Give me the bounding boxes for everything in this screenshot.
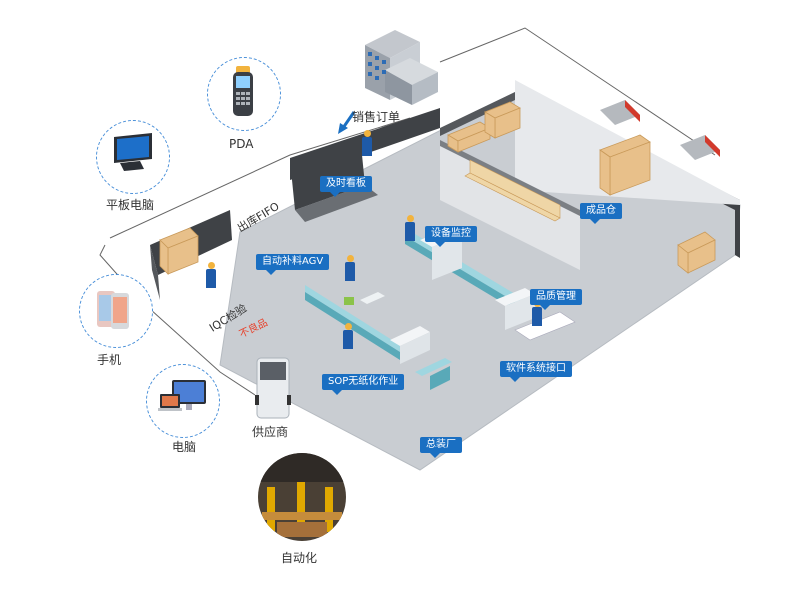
supplier-label: 供应商	[252, 425, 289, 439]
agv-tag: 自动补料AGV	[256, 254, 330, 275]
equipment-monitor-tag: 设备监控	[425, 226, 477, 247]
finished-goods-tag: 成品仓	[580, 203, 622, 224]
inner-wall-front	[440, 92, 515, 136]
worker-icon	[362, 130, 372, 156]
realtime-board-tag: 及时看板	[320, 176, 372, 197]
sales-order-label: 销售订单	[352, 110, 401, 124]
office-building	[365, 30, 438, 105]
worker-icon	[206, 262, 216, 288]
assembly-line-shelves	[464, 159, 561, 222]
automation-label: 自动化	[281, 551, 318, 565]
storage-boxes	[159, 101, 716, 275]
worker-icon	[343, 323, 353, 349]
vent-ducts	[600, 100, 720, 160]
main-plant-tag: 总装厂	[420, 437, 462, 458]
worker-icon	[345, 255, 355, 281]
phone-icon	[97, 291, 129, 329]
sop-tag: SOP无纸化作业	[322, 374, 405, 395]
automation-photo	[258, 453, 346, 541]
software-interface-tag: 软件系统接口	[500, 361, 572, 382]
sales-order-arrow	[341, 111, 356, 129]
quality-mgmt-tag: 品质管理	[530, 289, 582, 310]
tablet-label: 平板电脑	[106, 198, 155, 212]
supplier-truck	[255, 357, 291, 419]
computer-label: 电脑	[172, 440, 197, 454]
computer-icon	[158, 380, 206, 411]
production-line-a	[305, 285, 452, 390]
phone-label: 手机	[97, 353, 122, 367]
worker-icon	[405, 215, 415, 241]
pda-label: PDA	[229, 137, 254, 151]
tablet-icon	[114, 133, 152, 171]
pda-icon	[233, 66, 253, 116]
